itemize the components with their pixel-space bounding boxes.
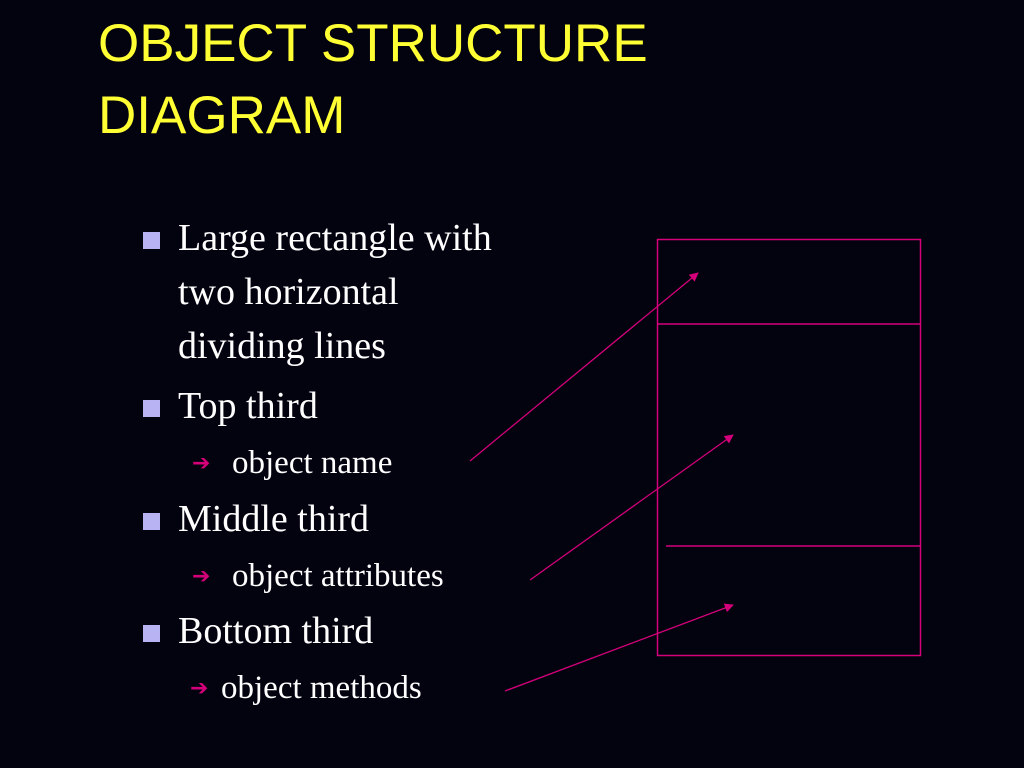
square-bullet-icon bbox=[143, 625, 160, 642]
bullet-text-line: Middle third bbox=[178, 498, 370, 540]
arrow-right-icon: ➔ bbox=[192, 564, 211, 589]
bullet-text-line: Bottom third bbox=[178, 610, 374, 652]
pointer-arrow-name bbox=[469, 272, 699, 462]
sub-bullet-object-name: object name bbox=[232, 445, 393, 481]
square-bullet-icon bbox=[143, 232, 160, 249]
sub-bullet-object-attributes: object attributes bbox=[232, 558, 444, 594]
bullet-item-bottom-third: Bottom third bbox=[178, 604, 373, 658]
bullet-text-line: Top third bbox=[178, 385, 318, 427]
arrow-right-icon: ➔ bbox=[190, 676, 209, 701]
sub-bullet-object-methods: object methods bbox=[221, 670, 422, 706]
bullet-text-line: two horizontal bbox=[178, 271, 399, 313]
arrow-right-icon: ➔ bbox=[192, 451, 211, 476]
title-line-1: OBJECT STRUCTURE bbox=[98, 14, 648, 73]
square-bullet-icon bbox=[143, 400, 160, 417]
bullet-item-middle-third: Middle third bbox=[178, 492, 369, 546]
slide-title: OBJECT STRUCTURE DIAGRAM bbox=[98, 8, 958, 152]
title-line-2: DIAGRAM bbox=[98, 86, 346, 145]
pointer-arrow-methods bbox=[504, 603, 734, 692]
square-bullet-icon bbox=[143, 513, 160, 530]
bullet-item-top-third: Top third bbox=[178, 379, 318, 433]
bullet-text-line: Large rectangle with bbox=[178, 217, 492, 259]
bullet-item-large-rectangle: Large rectangle with two horizontal divi… bbox=[178, 211, 492, 373]
bullet-text-line: dividing lines bbox=[178, 325, 386, 367]
object-box bbox=[656, 238, 922, 657]
pointer-arrow-attributes bbox=[529, 434, 734, 581]
